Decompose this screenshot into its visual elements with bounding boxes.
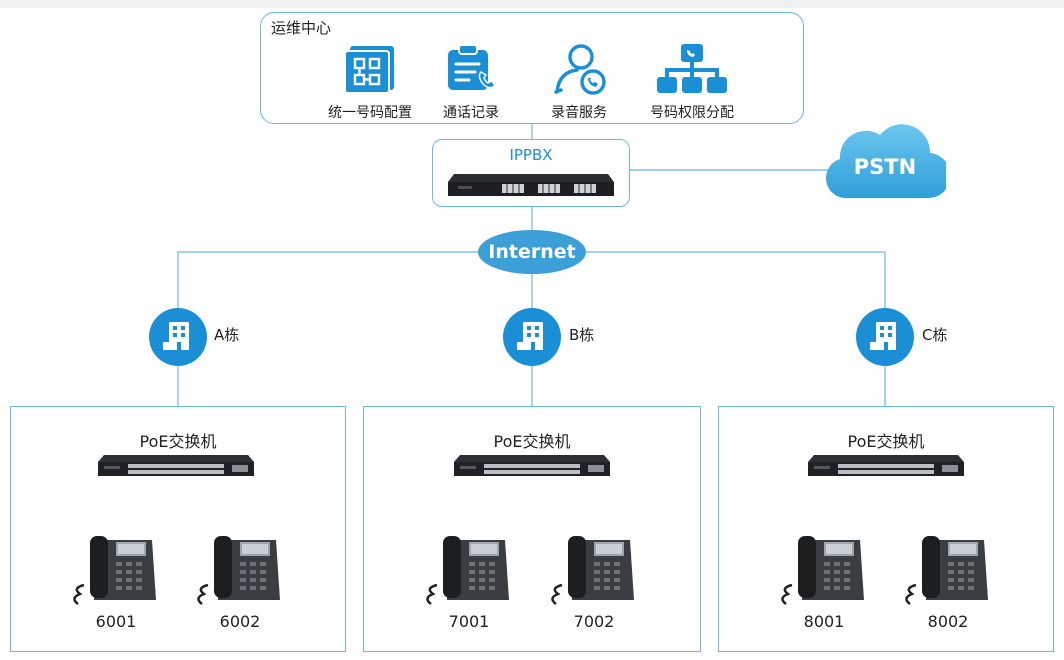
ippbx-label: IPPBX	[509, 146, 553, 164]
building-c-icon	[856, 308, 914, 366]
top-bar	[0, 0, 1064, 8]
ip-phone-icon	[781, 536, 864, 605]
ops-item-label: 通话记录	[443, 105, 499, 121]
extension-number: 8002	[927, 612, 969, 631]
building-label: C栋	[922, 326, 948, 344]
grid-config-icon[interactable]	[344, 44, 396, 94]
poe-switch-icon	[454, 455, 610, 476]
ops-center-title: 运维中心	[271, 19, 332, 37]
building-label: B栋	[569, 326, 595, 344]
building-c-box	[718, 406, 1054, 652]
ip-phone-icon	[426, 536, 509, 605]
extension-number: 8001	[803, 612, 845, 631]
ops-item-label: 统一号码配置	[328, 105, 412, 121]
ip-phone-icon	[197, 536, 280, 605]
building-a-box	[10, 406, 346, 652]
ippbx-device-icon	[448, 174, 614, 196]
pstn-label: PSTN	[853, 155, 917, 179]
ip-phone-icon	[551, 536, 634, 605]
poe-switch-icon	[98, 455, 254, 476]
org-tree-icon[interactable]	[655, 44, 729, 94]
building-b-box	[363, 406, 701, 652]
poe-switch-icon	[808, 455, 964, 476]
ops-item-label: 号码权限分配	[650, 105, 734, 121]
internet-to-a-line	[177, 251, 478, 308]
ip-phone-icon	[73, 536, 156, 605]
internet-label: Internet	[488, 241, 576, 263]
switch-label: PoE交换机	[847, 432, 925, 451]
switch-label: PoE交换机	[493, 432, 571, 451]
extension-number: 6001	[95, 612, 137, 631]
call-log-icon[interactable]	[445, 42, 501, 96]
recording-user-icon[interactable]	[551, 42, 609, 96]
building-a-icon	[149, 308, 207, 366]
switch-label: PoE交换机	[139, 432, 217, 451]
pstn-cloud-icon	[825, 124, 946, 199]
internet-node: Internet	[478, 230, 586, 274]
extension-number: 7002	[573, 612, 615, 631]
building-label: A栋	[214, 326, 240, 344]
ip-phone-icon	[905, 536, 988, 605]
ops-item-label: 录音服务	[551, 105, 607, 121]
extension-number: 6002	[219, 612, 261, 631]
internet-to-c-line	[586, 251, 886, 308]
extension-number: 7001	[448, 612, 490, 631]
building-b-icon	[503, 308, 561, 366]
